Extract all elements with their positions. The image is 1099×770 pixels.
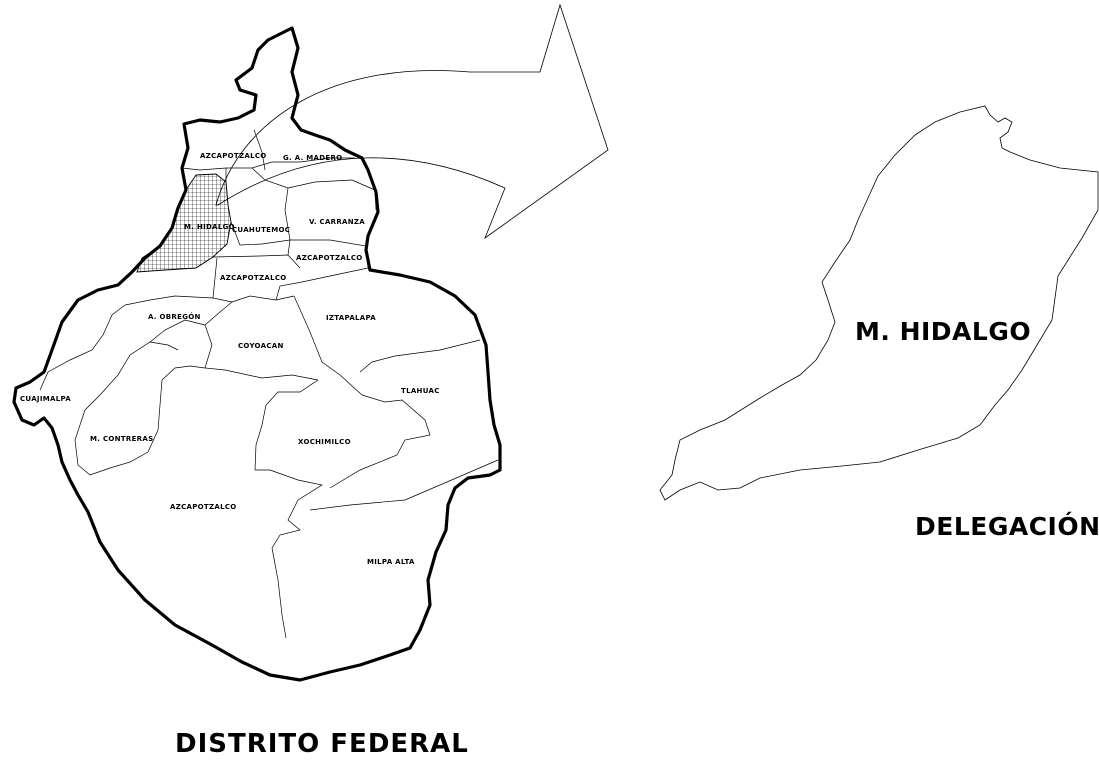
label-milpa-alta: MILPA ALTA — [367, 558, 415, 566]
curved-arrow — [215, 3, 609, 240]
detail-name: M. HIDALGO — [855, 317, 1031, 346]
label-iztapalapa: IZTAPALAPA — [326, 314, 376, 322]
detail-caption: DELEGACIÓN — [915, 511, 1099, 541]
label-coyoacan: COYOACAN — [238, 342, 284, 350]
map-title: DISTRITO FEDERAL — [175, 729, 469, 759]
label-xochimilco: XOCHIMILCO — [298, 438, 351, 446]
label-azcapotzalco-north: AZCAPOTZALCO — [200, 152, 267, 160]
m-hidalgo-detail-shape — [659, 105, 1099, 501]
delegation-labels: AZCAPOTZALCO G. A. MADERO M. HIDALGO CUA… — [20, 152, 440, 566]
distrito-federal-outline — [12, 26, 502, 682]
label-azcapotzalco-center: AZCAPOTZALCO — [220, 274, 287, 282]
label-m-contreras: M. CONTRERAS — [90, 435, 153, 443]
label-cuajimalpa: CUAJIMALPA — [20, 395, 71, 403]
label-a-obregon: A. OBREGÓN — [148, 312, 201, 321]
label-gam: G. A. MADERO — [283, 154, 342, 162]
label-cuauhtemoc: CUAHUTEMOC — [232, 226, 290, 234]
label-azcapotzalco-south: AZCAPOTZALCO — [170, 503, 237, 511]
label-v-carranza: V. CARRANZA — [309, 218, 365, 226]
label-azcapotzalco-east: AZCAPOTZALCO — [296, 254, 363, 262]
delegation-boundaries — [39, 129, 499, 639]
label-tlahuac: TLAHUAC — [401, 387, 440, 395]
label-m-hidalgo: M. HIDALGO — [184, 223, 235, 231]
